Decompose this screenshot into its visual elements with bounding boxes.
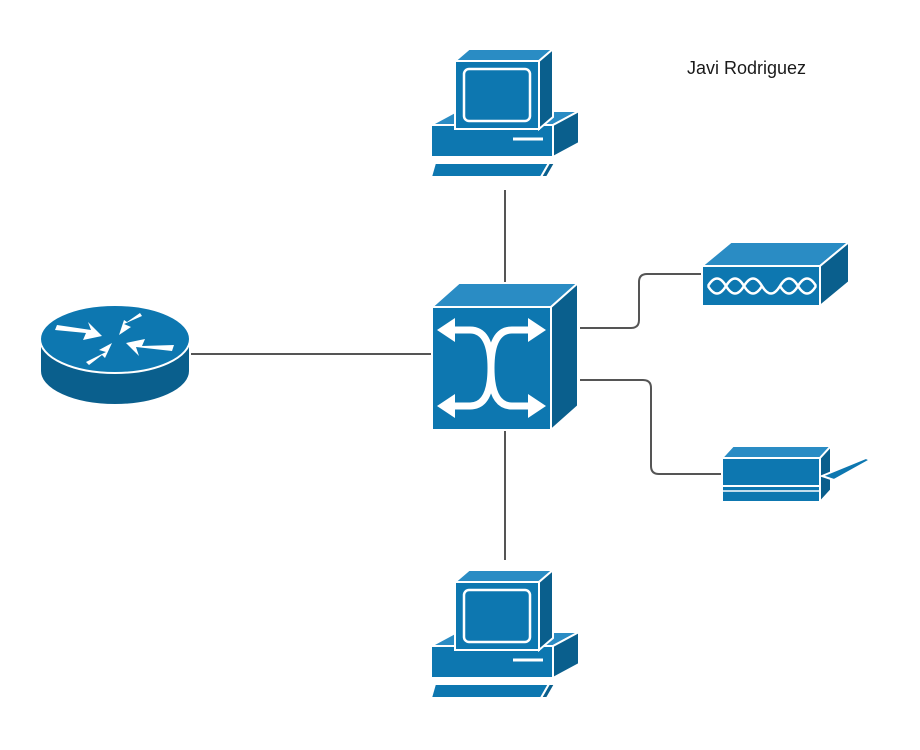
author-label: Javi Rodriguez xyxy=(687,58,807,78)
printer-icon[interactable] xyxy=(719,443,873,505)
atm-switch-icon[interactable] xyxy=(429,280,581,433)
edge-switch-modem xyxy=(580,273,705,329)
workstation-top-icon[interactable] xyxy=(429,47,583,179)
workstation-bottom-icon[interactable] xyxy=(429,568,583,700)
router-icon[interactable] xyxy=(39,304,191,406)
modem-icon[interactable] xyxy=(699,239,852,309)
edge-switch-printer xyxy=(580,379,722,475)
connector-lines xyxy=(188,190,722,560)
